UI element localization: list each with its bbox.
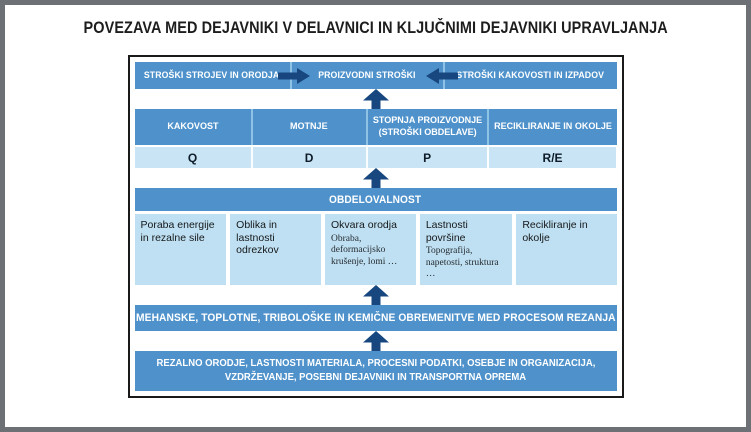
up-arrow-icon xyxy=(362,168,389,188)
title-wrap: POVEZAVA MED DEJAVNIKI V DELAVNICI IN KL… xyxy=(5,18,746,38)
production-costs-label: PROIZVODNI STROŠKI xyxy=(318,70,416,81)
cell-energy-forces: Poraba energije in rezalne sile xyxy=(134,214,227,285)
factor-symbols-row: Q D P R/E xyxy=(134,147,617,168)
machinability-cells-row: Poraba energije in rezalne sile Oblika i… xyxy=(134,214,617,285)
page-title: POVEZAVA MED DEJAVNIKI V DELAVNICI IN KL… xyxy=(83,18,668,37)
workshop-inputs-line-2: VZDRŽEVANJE, POSEBNI DEJAVNIKI IN TRANSP… xyxy=(224,372,527,384)
symbol-p: P xyxy=(365,147,487,168)
cell-energy-forces-title: Poraba energije in rezalne sile xyxy=(140,219,215,244)
cell-surface-properties-subtitle: Topografija, napetosti, struktura … xyxy=(425,246,499,280)
key-factors-band: KAKOVOST MOTNJE STOPNJA PROIZVODNJE (STR… xyxy=(134,109,617,145)
right-arrow-icon xyxy=(277,67,310,84)
cell-surface-properties-title: Lastnosti površine xyxy=(425,219,468,244)
cost-quality-failures-cell: STROŠKI KAKOVOSTI IN IZPADOV xyxy=(442,62,617,89)
connector-gap xyxy=(134,89,617,109)
symbol-q: Q xyxy=(134,147,251,168)
cutting-loads-band: MEHANSKE, TOPLOTNE, TRIBOLOŠKE IN KEMIČN… xyxy=(134,304,617,331)
machinability-band: OBDELOVALNOST xyxy=(134,188,617,211)
connector-gap xyxy=(134,330,617,351)
machinability-label: OBDELOVALNOST xyxy=(329,193,422,206)
cell-chip-shape: Oblika in lastnosti odrezkov xyxy=(230,214,321,285)
workshop-inputs-line-1: REZALNO ORODJE, LASTNOSTI MATERIALA, PRO… xyxy=(156,357,595,369)
cell-tool-failure: Okvara orodja Obraba, deformacijsko kruš… xyxy=(325,214,416,285)
up-arrow-icon xyxy=(362,89,389,109)
up-arrow-icon xyxy=(362,330,389,351)
factor-production-rate-cell: STOPNJA PROIZVODNJE (STROŠKI OBDELAVE) xyxy=(365,109,487,145)
connector-gap xyxy=(134,284,617,305)
cost-machines-tools-cell: STROŠKI STROJEV IN ORODJA xyxy=(135,62,290,89)
workshop-inputs-band: REZALNO ORODJE, LASTNOSTI MATERIALA, PRO… xyxy=(134,350,617,391)
cell-tool-failure-subtitle: Obraba, deformacijsko krušenje, lomi … xyxy=(331,233,398,267)
cell-recycling-environment: Recikliranje in okolje xyxy=(516,214,617,285)
production-costs-cell: PROIZVODNI STROŠKI xyxy=(289,62,443,89)
left-arrow-icon xyxy=(426,67,459,84)
factors-diagram: STROŠKI STROJEV IN ORODJA PROIZVODNI STR… xyxy=(127,55,624,398)
cell-tool-failure-title: Okvara orodja xyxy=(331,219,397,231)
factor-quality-cell: KAKOVOST xyxy=(135,109,251,145)
cost-machines-tools-label: STROŠKI STROJEV IN ORODJA xyxy=(144,70,280,81)
symbol-d: D xyxy=(250,147,366,168)
symbol-re: R/E xyxy=(486,147,617,168)
factor-recycling-label: RECIKLIRANJE IN OKOLJE xyxy=(493,121,612,133)
cell-recycling-environment-title: Recikliranje in okolje xyxy=(522,219,588,244)
cell-chip-shape-title: Oblika in lastnosti odrezkov xyxy=(236,219,279,257)
divider xyxy=(134,211,617,214)
cost-band: STROŠKI STROJEV IN ORODJA PROIZVODNI STR… xyxy=(134,62,617,89)
divider xyxy=(134,145,617,147)
cell-surface-properties: Lastnosti površine Topografija, napetost… xyxy=(419,214,513,285)
factor-quality-label: KAKOVOST xyxy=(166,121,219,133)
factor-production-rate-label: STOPNJA PROIZVODNJE xyxy=(372,115,482,127)
factor-recycling-cell: RECIKLIRANJE IN OKOLJE xyxy=(486,109,617,145)
factor-production-rate-sublabel: (STROŠKI OBDELAVE) xyxy=(378,127,477,138)
factor-disturbances-cell: MOTNJE xyxy=(250,109,366,145)
factor-disturbances-label: MOTNJE xyxy=(290,121,328,133)
cost-quality-failures-label: STROŠKI KAKOVOSTI IN IZPADOV xyxy=(456,70,605,81)
cutting-loads-label: MEHANSKE, TOPLOTNE, TRIBOLOŠKE IN KEMIČN… xyxy=(135,311,616,324)
connector-gap xyxy=(134,168,617,188)
up-arrow-icon xyxy=(362,284,389,305)
